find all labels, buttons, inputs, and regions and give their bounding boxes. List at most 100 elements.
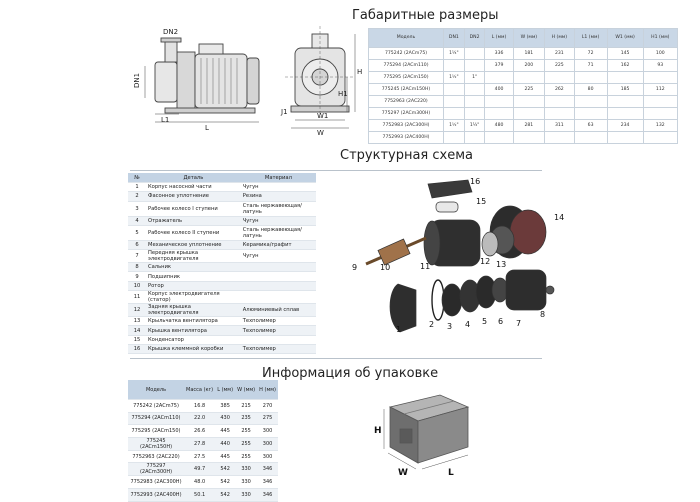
table-cell: 27.8: [184, 437, 216, 451]
table-cell: Крышка клеммной коробки: [146, 344, 241, 355]
table-cell: 49.7: [184, 462, 216, 477]
pump-dimension-drawing: DN2 DN1 L1 L H1 H J1 W1 W: [133, 26, 362, 137]
table-cell: 200: [512, 59, 546, 72]
table-cell: 255: [235, 424, 258, 438]
table-cell: 1½": [443, 71, 465, 84]
table-cell: [484, 95, 514, 108]
table-cell: [606, 107, 644, 120]
table-cell: [512, 95, 546, 108]
table-header-row: Модель Масса (кг) L (мм) W (мм) H (мм): [128, 380, 278, 400]
table-cell: 775242 (2ACm75): [128, 399, 184, 413]
table-cell: 775295 (2ACm150): [368, 71, 444, 84]
table-cell: 775294 (2ACm110): [128, 412, 184, 426]
table-header-row: Модель DN1 DN2 L (мм) W (мм) H (мм) L1 (…: [368, 28, 679, 48]
table-cell: [642, 131, 679, 144]
table-cell: [512, 107, 546, 120]
table-cell: [512, 131, 546, 144]
table-cell: 185: [606, 83, 644, 96]
table-cell: Чугун: [240, 249, 316, 264]
table-cell: 330: [235, 488, 258, 502]
box-label-l: L: [448, 468, 454, 478]
table-row: 775295 (2ACm150) 1½" 1": [368, 71, 679, 84]
table-cell: [606, 71, 644, 84]
table-cell: 311: [544, 119, 575, 132]
table-cell: [606, 95, 644, 108]
table-cell: 162: [606, 59, 644, 72]
table-cell: Корпус насосной части: [146, 182, 241, 193]
callout-13: 13: [496, 260, 506, 269]
table-cell: 72: [573, 47, 608, 60]
table-cell: 5: [128, 225, 146, 241]
table-cell: [443, 107, 465, 120]
table-cell: [544, 71, 575, 84]
column-header: L (мм): [215, 380, 236, 400]
table-cell: [484, 71, 514, 84]
table-cell: 775242 (2ACm75): [368, 47, 444, 60]
table-cell: 385: [215, 399, 236, 413]
table-cell: 775245 (2ACm150H): [368, 83, 444, 96]
column-header: DN1: [443, 28, 465, 48]
exploded-view-diagram: 1 2 3 4 5 6 7 8 9 10 11 12 13 14 15 16: [352, 177, 564, 334]
callout-8: 8: [540, 310, 545, 319]
table-cell: [606, 131, 644, 144]
table-cell: 1: [128, 182, 146, 193]
table-cell: 112: [642, 83, 679, 96]
table-cell: [642, 71, 679, 84]
table-cell: Сталь нержавеющая/ латунь: [240, 225, 316, 241]
column-header: Материал: [240, 173, 316, 183]
table-cell: 15: [128, 335, 146, 345]
label-w1: W1: [317, 112, 328, 120]
callout-5: 5: [482, 317, 487, 326]
table-cell: [544, 107, 575, 120]
label-l: L: [205, 124, 209, 132]
table-cell: [512, 71, 546, 84]
table-cell: 1¼": [443, 47, 465, 60]
table-cell: 542: [215, 462, 236, 477]
table-cell: 71: [573, 59, 608, 72]
table-row: 7752963 (2AC220): [368, 95, 679, 108]
column-header: H (мм): [544, 28, 575, 48]
callout-4: 4: [465, 320, 470, 329]
table-cell: 1¼": [463, 119, 486, 132]
table-cell: 275: [257, 412, 278, 426]
table-cell: 379: [484, 59, 514, 72]
divider: [130, 170, 542, 171]
table-cell: [573, 107, 608, 120]
table-cell: 3: [128, 201, 146, 217]
table-cell: 336: [484, 47, 514, 60]
table-cell: 8: [128, 262, 146, 273]
table-cell: Фасонное уплотнение: [146, 191, 241, 202]
table-cell: 12: [128, 303, 146, 318]
table-row: 7752993 (2AC400H): [368, 131, 679, 144]
table-cell: 1½": [443, 119, 465, 132]
table-cell: Техполимер: [240, 325, 316, 336]
callout-16: 16: [470, 177, 480, 186]
dimensions-title: Габаритные размеры: [352, 8, 499, 23]
table-cell: [240, 290, 316, 305]
table-cell: 330: [235, 462, 258, 477]
table-cell: 480: [484, 119, 514, 132]
box-label-h: H: [374, 426, 382, 436]
table-cell: [484, 131, 514, 144]
label-dn1: DN1: [133, 73, 141, 88]
table-cell: [443, 95, 465, 108]
table-cell: Рабочее колесо I ступени: [146, 201, 241, 217]
table-cell: 300: [257, 424, 278, 438]
label-w: W: [317, 129, 324, 137]
table-cell: 225: [544, 59, 575, 72]
table-cell: 775245 (2ACm150H): [128, 437, 184, 451]
table-cell: Керамика/графит: [240, 240, 316, 251]
